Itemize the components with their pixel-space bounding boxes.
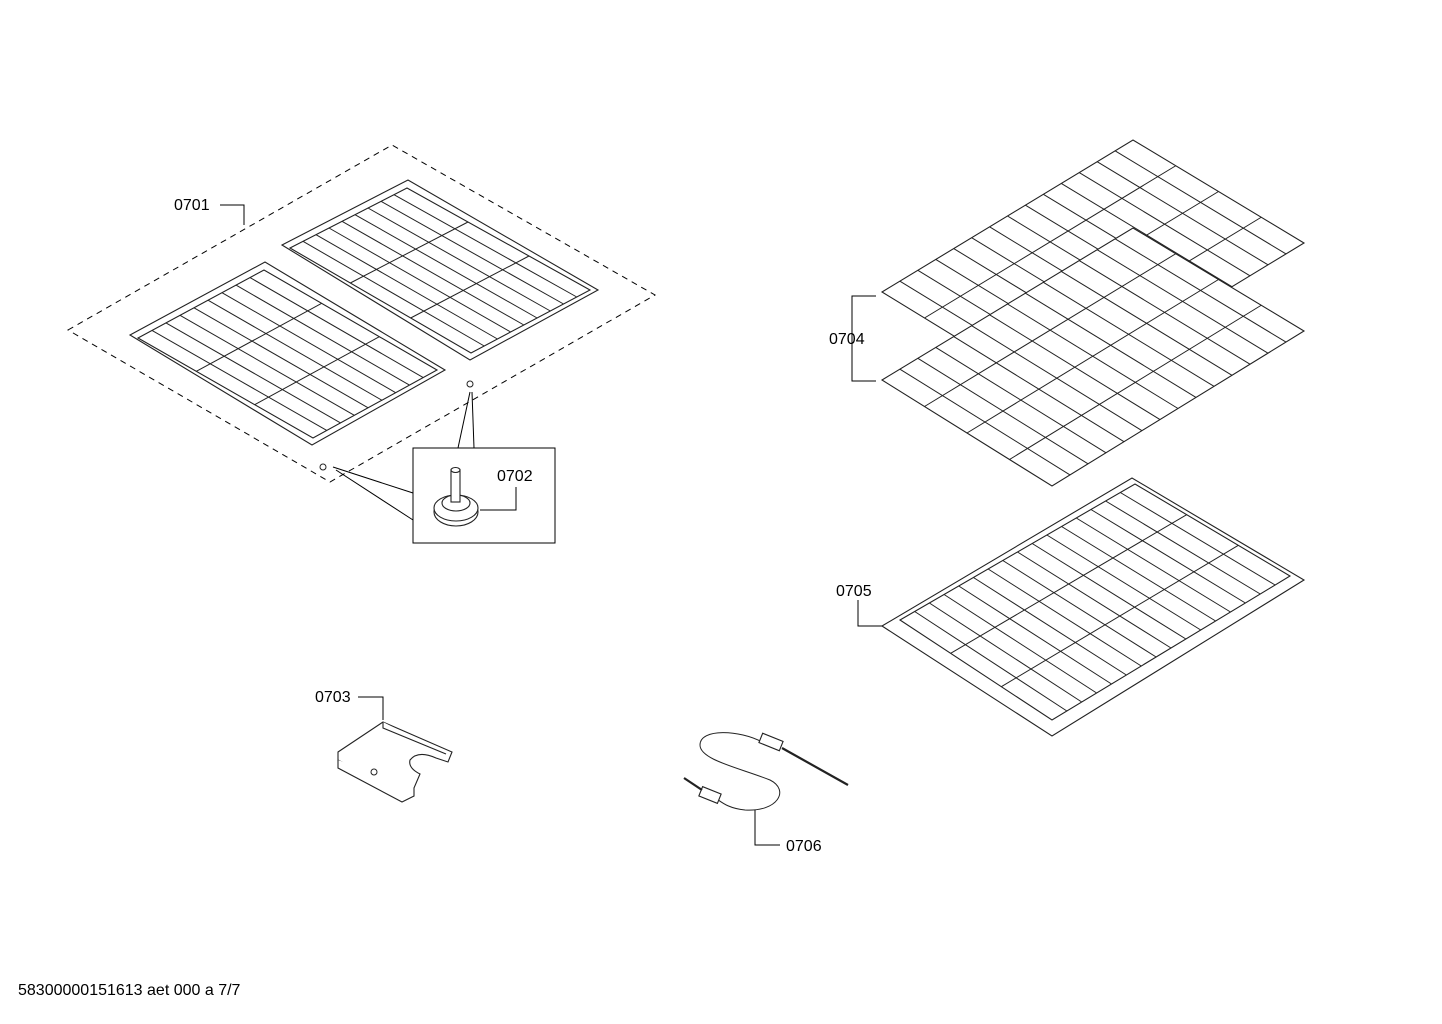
label-0701: 0701 (174, 197, 210, 214)
burner-grate-left (128, 261, 447, 446)
label-0703: 0703 (315, 689, 351, 706)
leader-foot-right-a (457, 391, 471, 449)
leader-foot-left-b (335, 469, 414, 521)
leader-foot-right-b (471, 391, 475, 449)
leader-0705 (857, 600, 882, 627)
label-0706: 0706 (786, 838, 822, 855)
leader-0702 (480, 487, 517, 511)
document-footer: 58300000151613 aet 000 a 7/7 (18, 982, 241, 999)
leader-0704 (851, 295, 876, 382)
meat-probe-0706 (683, 732, 849, 811)
burner-grate-right (280, 179, 600, 361)
bracket-0703 (337, 721, 453, 803)
telescopic-rack-0705 (880, 477, 1306, 737)
rubber-foot-marker-right (466, 380, 474, 388)
dashed-assembly-outline (66, 144, 657, 483)
oven-rack-lower (880, 227, 1306, 487)
label-0702: 0702 (497, 468, 533, 485)
leader-0703 (358, 696, 384, 720)
rubber-foot-detail (433, 466, 479, 527)
label-0705: 0705 (836, 583, 872, 600)
leader-0706 (754, 810, 780, 846)
label-0704: 0704 (829, 331, 865, 348)
leader-foot-left-a (332, 466, 414, 494)
detail-box-0702 (412, 447, 556, 544)
rubber-foot-marker-left (319, 463, 327, 471)
leader-0701 (220, 204, 245, 225)
